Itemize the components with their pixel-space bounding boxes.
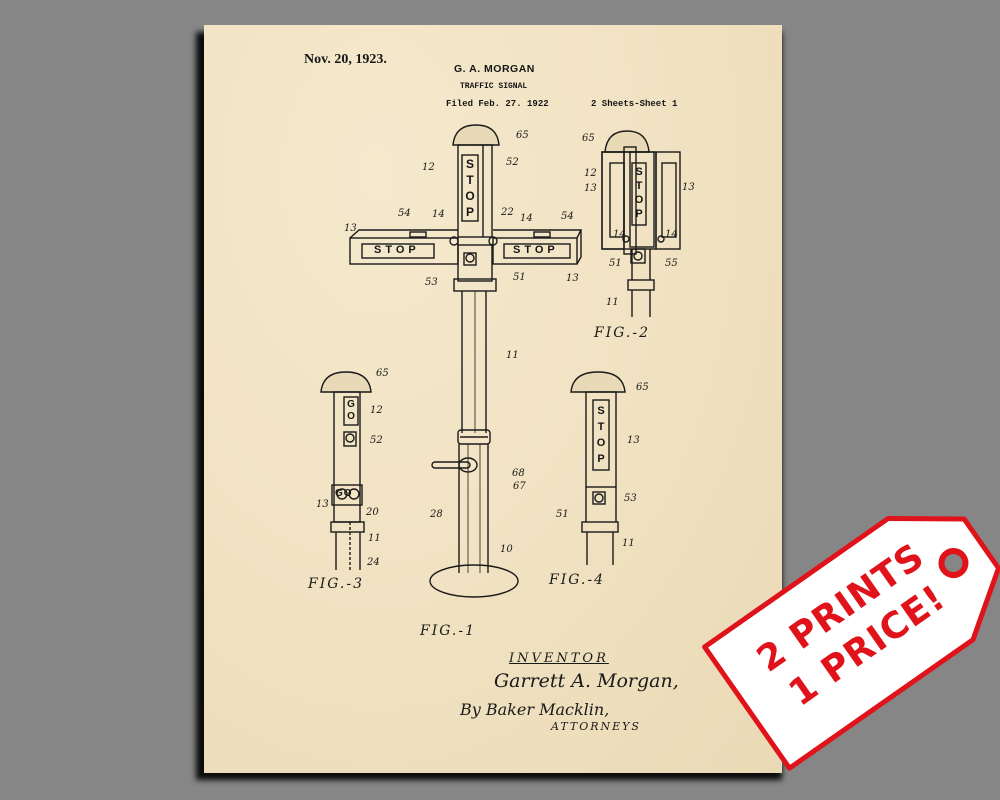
ref-number: 65 [582, 133, 595, 144]
ref-number: 13 [344, 223, 357, 234]
patent-date: Nov. 20, 1923. [304, 52, 387, 67]
ref-number: 51 [556, 509, 569, 520]
fig3-lower-go-sign: GO [335, 488, 353, 499]
ref-number: 54 [398, 208, 411, 219]
ref-number: 52 [370, 435, 383, 446]
attorneys-label: ATTORNEYS [551, 720, 641, 733]
fig2-drawing [601, 130, 681, 317]
ref-number: 13 [566, 273, 579, 284]
ref-number: 11 [622, 538, 635, 549]
fig4-drawing [570, 371, 626, 565]
ref-number: 10 [500, 544, 513, 555]
ref-number: 53 [425, 277, 438, 288]
ref-number: 12 [422, 162, 435, 173]
ref-number: 51 [609, 258, 622, 269]
ref-number: 12 [584, 168, 597, 179]
ref-number: 67 [513, 481, 526, 492]
ref-number: 11 [606, 297, 619, 308]
promo-tag: 2 PRINTS 1 PRICE! [696, 473, 1000, 776]
tag-shape [702, 515, 1000, 771]
ref-number: 14 [520, 213, 533, 224]
ref-number: 12 [370, 405, 383, 416]
fig1-right-arm-stop-sign: STOP [513, 244, 559, 256]
fig3-go-sign: GO [347, 399, 355, 422]
fig1-drawing [349, 124, 583, 598]
ref-number: 68 [512, 468, 525, 479]
ref-number: 13 [627, 435, 640, 446]
filed-date: Filed Feb. 27. 1922 [446, 99, 549, 109]
ref-number: 54 [561, 211, 574, 222]
tag-hole-icon [938, 548, 969, 579]
ref-number: 51 [513, 272, 526, 283]
ref-number: 65 [376, 368, 389, 379]
fig4-stop-sign: STOP [596, 405, 606, 465]
ref-number: 53 [624, 493, 637, 504]
ref-number: 24 [367, 557, 380, 568]
inventor-label: INVENTOR [509, 651, 609, 666]
fig1-left-arm-stop-sign: STOP [374, 244, 420, 256]
ref-number: 14 [613, 229, 626, 240]
ref-number: 11 [368, 533, 381, 544]
patent-drawing [320, 124, 681, 598]
ref-number: 13 [682, 182, 695, 193]
fig3-drawing [320, 371, 372, 570]
fig1-label: FIG.-1 [420, 623, 477, 639]
patent-title: TRAFFIC SIGNAL [460, 82, 528, 91]
ref-number: 28 [430, 509, 443, 520]
ref-number: 22 [501, 207, 514, 218]
fig3-label: FIG.-3 [308, 576, 365, 592]
fig2-stop-sign: STOP [634, 166, 644, 220]
fig2-label: FIG.-2 [594, 325, 651, 341]
ref-number: 13 [316, 499, 329, 510]
inventor-signature: Garrett A. Morgan, [494, 670, 679, 692]
ref-number: 14 [432, 209, 445, 220]
patent-print: Nov. 20, 1923. G. A. MORGAN TRAFFIC SIGN… [204, 25, 782, 773]
fig4-label: FIG.-4 [549, 572, 606, 588]
ref-number: 65 [516, 130, 529, 141]
sheet-count: 2 Sheets-Sheet 1 [591, 99, 678, 109]
ref-number: 55 [665, 258, 678, 269]
ref-number: 14 [665, 229, 678, 240]
ref-number: 11 [506, 350, 519, 361]
ref-number: 20 [366, 507, 379, 518]
ref-number: 13 [584, 183, 597, 194]
fig1-column-stop-sign: STOP [465, 157, 475, 219]
ref-number: 65 [636, 382, 649, 393]
inventor-header: G. A. MORGAN [454, 63, 535, 75]
attorney-signature: By Baker Macklin, [460, 700, 610, 719]
ref-number: 52 [506, 157, 519, 168]
